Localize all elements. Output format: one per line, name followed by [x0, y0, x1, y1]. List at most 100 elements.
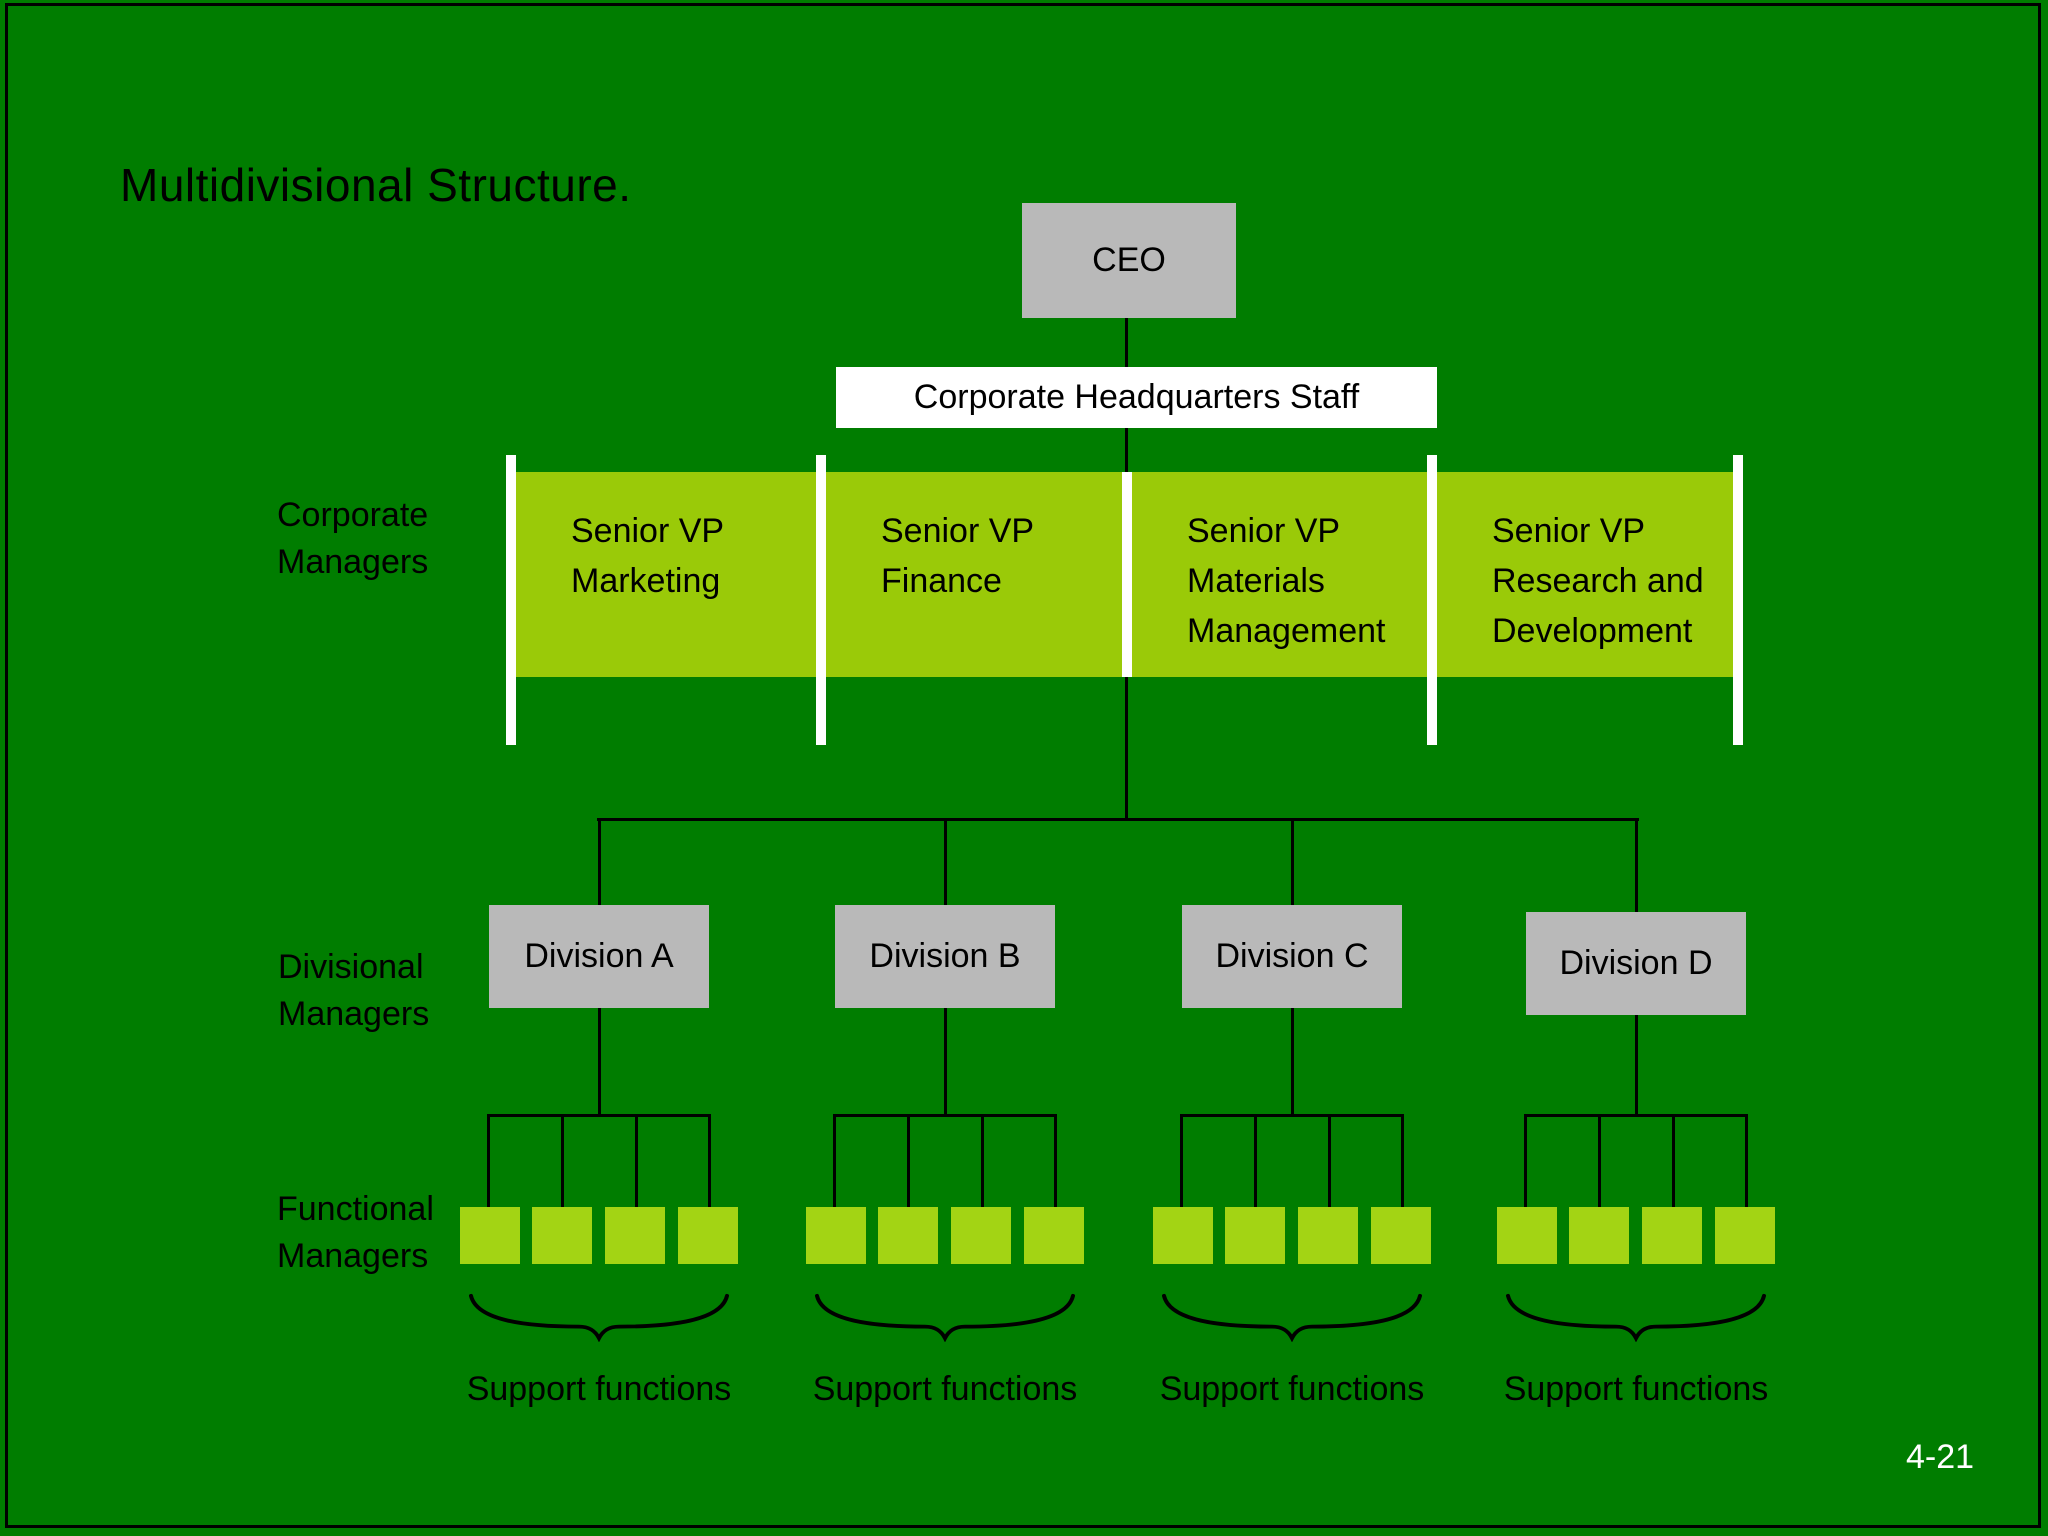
function-drop-line [1401, 1114, 1404, 1207]
functions-connector-line [1181, 1114, 1403, 1117]
functional-manager-box [1371, 1207, 1431, 1264]
corporate-hq-staff-label: Corporate Headquarters Staff [913, 378, 1360, 416]
vp-line: Senior VP [1187, 512, 1341, 550]
function-drop-line [1180, 1114, 1183, 1207]
function-drop-line [1054, 1114, 1057, 1207]
division-c-column: Division C Support functions [1152, 818, 1432, 1458]
senior-vp-materials-management-box: Senior VP Materials Management [1132, 472, 1427, 677]
row-label-line: Functional [277, 1190, 434, 1228]
functions-connector-line [488, 1114, 710, 1117]
division-branch-line [597, 818, 1639, 821]
division-d-column: Division D Support functions [1496, 818, 1776, 1458]
functions-connector-line [834, 1114, 1056, 1117]
vp-band-divider [816, 455, 826, 745]
ceo-label: CEO [1092, 241, 1166, 279]
vp-line: Materials [1187, 562, 1325, 600]
vp-line: Development [1492, 612, 1693, 650]
vp-band-divider [1733, 455, 1743, 745]
row-label-divisional-managers: Divisional Managers [278, 944, 429, 1038]
slide-border [5, 3, 2041, 1528]
vp-line: Senior VP [571, 512, 725, 550]
function-drop-line [833, 1114, 836, 1207]
support-functions-label: Support functions [1159, 1370, 1425, 1408]
division-b-box: Division B [835, 905, 1055, 1008]
functional-manager-box [1153, 1207, 1213, 1264]
functional-manager-box [1642, 1207, 1702, 1264]
connector-branch-to-division [1635, 818, 1638, 912]
vp-line: Finance [881, 562, 1002, 600]
row-label-functional-managers: Functional Managers [277, 1186, 434, 1280]
support-brace-icon [1506, 1293, 1766, 1342]
row-label-line: Managers [278, 995, 430, 1033]
function-drop-line [635, 1114, 638, 1207]
vp-band-divider [1427, 455, 1437, 745]
function-drop-line [1598, 1114, 1601, 1207]
connector-division-to-functions [598, 1008, 601, 1114]
division-label: Division A [524, 937, 674, 975]
senior-vp-marketing-box: Senior VP Marketing [516, 472, 816, 677]
functional-manager-box [806, 1207, 866, 1264]
connector-division-to-functions [1291, 1008, 1294, 1114]
function-drop-line [708, 1114, 711, 1207]
row-label-line: Corporate [277, 496, 429, 534]
vp-line: Research and [1492, 562, 1704, 600]
function-drop-line [1328, 1114, 1331, 1207]
connector-ceo-to-hq [1125, 318, 1128, 367]
connector-branch-to-division [1291, 818, 1294, 905]
ceo-box: CEO [1022, 203, 1236, 318]
senior-vp-research-development-box: Senior VP Research and Development [1437, 472, 1733, 677]
functional-manager-box [1024, 1207, 1084, 1264]
vp-line: Senior VP [1492, 512, 1646, 550]
vp-band-divider [1122, 472, 1132, 677]
senior-vp-finance-box: Senior VP Finance [826, 472, 1122, 677]
division-a-column: Division A Support functions [459, 818, 739, 1458]
slide-title: Multidivisional Structure. [120, 159, 632, 211]
function-drop-line [907, 1114, 910, 1207]
division-a-box: Division A [489, 905, 709, 1008]
function-drop-line [1745, 1114, 1748, 1207]
page-number: 4-21 [1906, 1438, 1975, 1476]
row-label-line: Managers [277, 543, 429, 581]
function-drop-line [487, 1114, 490, 1207]
connector-vp-band-to-branch [1125, 677, 1128, 818]
support-functions-label: Support functions [812, 1370, 1078, 1408]
functional-manager-box [1715, 1207, 1775, 1264]
vp-band-divider [506, 455, 516, 745]
connector-division-to-functions [944, 1008, 947, 1114]
functional-manager-box [878, 1207, 938, 1264]
function-drop-line [981, 1114, 984, 1207]
functional-manager-box [532, 1207, 592, 1264]
functional-manager-box [460, 1207, 520, 1264]
support-brace-icon [469, 1293, 729, 1342]
functional-manager-box [605, 1207, 665, 1264]
function-drop-line [561, 1114, 564, 1207]
row-label-line: Divisional [278, 948, 424, 986]
corporate-hq-staff-box: Corporate Headquarters Staff [836, 367, 1437, 428]
connector-hq-to-vp-band [1125, 428, 1128, 472]
division-label: Division C [1215, 937, 1369, 975]
division-d-box: Division D [1526, 912, 1746, 1015]
functional-manager-box [1497, 1207, 1557, 1264]
functional-manager-box [951, 1207, 1011, 1264]
division-label: Division B [869, 937, 1021, 975]
vp-line: Management [1187, 612, 1386, 650]
functional-manager-box [1225, 1207, 1285, 1264]
row-label-corporate-managers: Corporate Managers [277, 492, 428, 586]
support-brace-icon [1162, 1293, 1422, 1342]
function-drop-line [1672, 1114, 1675, 1207]
connector-division-to-functions [1635, 1015, 1638, 1114]
division-c-box: Division C [1182, 905, 1402, 1008]
support-brace-icon [815, 1293, 1075, 1342]
connector-branch-to-division [598, 818, 601, 905]
support-functions-label: Support functions [1503, 1370, 1769, 1408]
vp-line: Marketing [571, 562, 721, 600]
function-drop-line [1254, 1114, 1257, 1207]
functions-connector-line [1525, 1114, 1747, 1117]
connector-branch-to-division [944, 818, 947, 905]
functional-manager-box [1298, 1207, 1358, 1264]
vp-line: Senior VP [881, 512, 1035, 550]
support-functions-label: Support functions [466, 1370, 732, 1408]
function-drop-line [1524, 1114, 1527, 1207]
functional-manager-box [678, 1207, 738, 1264]
